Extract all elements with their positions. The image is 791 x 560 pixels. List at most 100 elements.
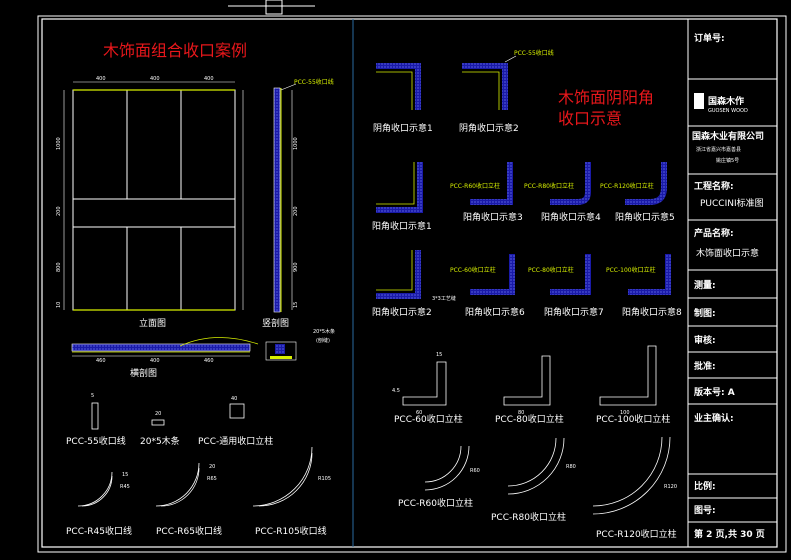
curve-dim: R45 [120, 484, 130, 490]
address: 浙江省嘉兴市嘉善县 [696, 146, 741, 153]
round-post-label: PCC-R80收口立柱 [491, 511, 566, 523]
dim-right: 1000 [293, 137, 299, 150]
part-label: PCC-通用收口立柱 [198, 435, 273, 447]
curve-dim: R65 [207, 476, 217, 482]
part-dim: 20 [155, 411, 161, 417]
curve-label: PCC-R45收口线 [66, 525, 132, 537]
tag-row1: PCC-R60收口立柱 [450, 182, 500, 190]
outer-label: 阳角收口示意4 [541, 211, 601, 223]
curve-parts: R45 R65 R105 15 20 PCC-R45收口线 PCC-R65收口线… [66, 446, 331, 537]
dim-left: 800 [56, 262, 62, 272]
curve-dim: 20 [209, 464, 215, 470]
post-label: PCC-80收口立柱 [495, 413, 564, 425]
curve-label: PCC-R105收口线 [255, 525, 327, 537]
part-label: 20*5木条 [140, 435, 180, 447]
company: 国森木业有限公司 [692, 130, 764, 142]
inner-label: 阴角收口示意1 [373, 122, 433, 134]
project-value: PUCCINI标准图 [700, 197, 764, 209]
outer-corners-row1: PCC-R60收口立柱 PCC-R80收口立柱 PCC-R120收口立柱 阳角收… [372, 162, 675, 232]
version-label: 版本号: A [693, 386, 735, 398]
survey-label: 测量: [694, 279, 716, 291]
curve-dim: R105 [318, 476, 331, 482]
page-indicator: 第 2 页,共 30 页 [694, 528, 765, 540]
round-post-label: PCC-R60收口立柱 [398, 497, 473, 509]
pcc55-tag-right: PCC-55收口线 [514, 49, 554, 57]
vertical-section: PCC-55收口线 1000 200 900 15 竖剖图 [262, 78, 334, 329]
dim-bottom: 460 [204, 358, 214, 364]
review-label: 审核: [694, 334, 716, 346]
strip-note: 20*5木条 [313, 328, 335, 335]
part-label: PCC-55收口线 [66, 435, 126, 447]
outer-label: 阳角收口示意8 [622, 306, 682, 318]
tag-row1: PCC-R80收口立柱 [524, 182, 574, 190]
dim-top: 400 [204, 76, 214, 82]
curve-label: PCC-R65收口线 [156, 525, 222, 537]
post-dim: 15 [436, 352, 442, 358]
dim-left: 10 [56, 302, 62, 308]
strip-note: (刨缝) [316, 337, 330, 344]
dim-top: 400 [150, 76, 160, 82]
inner-frame [41, 18, 778, 548]
outer-label: 阳角收口示意1 [372, 220, 432, 232]
post-dim: 60 [416, 410, 422, 416]
drafting-label: 制图: [694, 307, 716, 319]
tag-row2: PCC-100收口立柱 [606, 266, 656, 274]
round-post-label: PCC-R120收口立柱 [596, 528, 677, 540]
brand-cn: 国森木作 [708, 95, 744, 107]
cross-section: 460 400 460 横剖图 20*5木条 (刨缝) [71, 328, 335, 379]
right-title-line1: 木饰面阴阳角 [558, 88, 654, 107]
outer-label: 阳角收口示意2 [372, 306, 432, 318]
view-marker [265, 0, 283, 15]
project-label: 工程名称: [694, 180, 734, 192]
dim-left: 1000 [56, 137, 62, 150]
elevation-view: 400 400 400 1000 200 800 10 立面图 [56, 76, 244, 329]
profile-parts: 5 20 40 PCC-55收口线 20*5木条 PCC-通用收口立柱 [66, 393, 273, 447]
post-dim: 100 [620, 410, 630, 416]
round-dim: R80 [566, 464, 576, 470]
tag-row1: PCC-R120收口立柱 [600, 182, 654, 190]
dim-bottom: 400 [150, 358, 160, 364]
approve-label: 批准: [694, 360, 716, 372]
part-dim: 5 [91, 393, 94, 399]
outer-label: 阳角收口示意5 [615, 211, 675, 223]
dim-top: 400 [96, 76, 106, 82]
brand-en: GUOSEN WOOD [708, 108, 748, 114]
order-no: 订单号: [694, 32, 725, 44]
drawing-no-label: 图号: [694, 505, 716, 516]
dim-right: 15 [293, 302, 299, 308]
outer-corners-row2: 3*3工艺缝 PCC-60收口立柱 PCC-80收口立柱 PCC-100收口立柱… [372, 250, 682, 318]
curve-dim: 15 [122, 472, 128, 478]
round-dim: R60 [470, 468, 480, 474]
part-dim: 40 [231, 396, 237, 402]
post-dim: 4.5 [392, 388, 400, 394]
owner-label: 业主确认: [694, 412, 734, 424]
dim-right: 200 [293, 206, 299, 216]
post-label: PCC-100收口立柱 [596, 413, 670, 425]
dim-left: 200 [56, 206, 62, 216]
tag-row2: PCC-80收口立柱 [528, 266, 574, 274]
cross-section-label: 横剖图 [130, 367, 157, 379]
logo-icon [694, 93, 704, 109]
round-dim: R120 [664, 484, 677, 490]
pcc55-tag: PCC-55收口线 [294, 78, 334, 86]
round-post-profiles: R60 R80 R120 PCC-R60收口立柱 PCC-R80收口立柱 PCC… [398, 436, 677, 540]
post-profiles: 60 80 100 15 4.5 PCC-60收口立柱 PCC-80收口立柱 P… [392, 345, 670, 425]
outer-label: 阳角收口示意6 [465, 306, 525, 318]
inner-corners: PCC-55收口线 阴角收口示意1 阴角收口示意2 [373, 49, 554, 134]
dim-right: 900 [293, 262, 299, 272]
address: 姚庄镇5号 [716, 157, 739, 164]
outer-label: 阳角收口示意3 [463, 211, 523, 223]
dim-bottom: 460 [96, 358, 106, 364]
joint-note: 3*3工艺缝 [432, 295, 456, 302]
post-label: PCC-60收口立柱 [394, 413, 463, 425]
outer-label: 阳角收口示意7 [544, 306, 604, 318]
right-title-line2: 收口示意 [558, 109, 622, 128]
inner-label: 阴角收口示意2 [459, 122, 519, 134]
product-label: 产品名称: [694, 227, 734, 239]
elevation-label: 立面图 [139, 317, 166, 329]
left-title: 木饰面组合收口案例 [103, 41, 247, 60]
outer-frame [37, 15, 787, 553]
post-dim: 80 [518, 410, 524, 416]
title-block: 订单号: 国森木作 GUOSEN WOOD 国森木业有限公司 浙江省嘉兴市嘉善县… [688, 32, 777, 540]
